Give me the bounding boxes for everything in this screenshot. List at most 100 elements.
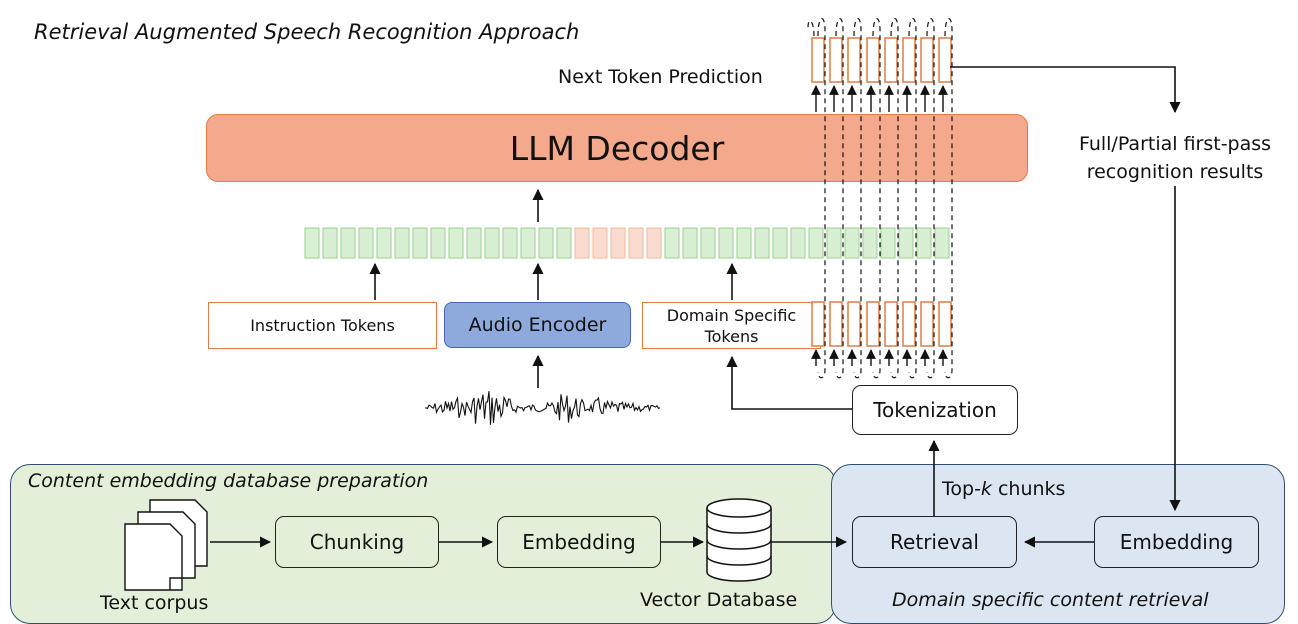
domain-token-box [902,301,916,347]
text-token-cell [394,227,410,259]
output-token-box [847,37,861,83]
audio-token-cell [592,227,608,259]
domain-tokens-line1: Domain Specific [666,305,797,325]
dashed-feedback-loop [944,18,953,379]
audio-encoder-label: Audio Encoder [468,314,607,336]
dashed-feedback-loop [926,18,935,379]
audio-token-cell [574,227,590,259]
text-token-cell [826,227,842,259]
text-token-cell [484,227,500,259]
diagram-title: Retrieval Augmented Speech Recognition A… [34,20,580,44]
dashed-feedback-loop [853,18,862,379]
audio-encoder-box: Audio Encoder [444,302,631,348]
instruction-tokens-box: Instruction Tokens [208,302,437,349]
topk-label: Top-k chunks [942,478,1065,500]
domain-token-box [884,301,898,347]
text-token-cell [736,227,752,259]
retrieval-box: Retrieval [852,516,1017,568]
output-token-box [902,37,916,83]
text-token-cell [430,227,446,259]
text-token-cell [466,227,482,259]
text-token-cell [844,227,860,259]
output-token-box [829,37,843,83]
arrow-tokenization-to-domain [726,355,852,410]
text-token-cell [772,227,788,259]
text-token-cell [718,227,734,259]
llm-decoder-block: LLM Decoder [206,114,1028,182]
audio-token-cell [628,227,644,259]
domain-tokens-line2: Tokens [704,326,759,346]
text-token-cell [664,227,680,259]
text-token-cell [358,227,374,259]
first-pass-line1: Full/Partial first-pass [1078,133,1272,155]
domain-token-box [811,301,825,347]
text-token-cell [376,227,392,259]
text-token-cell [340,227,356,259]
right-panel-title: Domain specific content retrieval [892,589,1209,611]
text-token-cell [520,227,536,259]
text-token-cell [322,227,338,259]
autoregressive-dashed-loops [807,18,953,379]
text-token-cell [934,227,950,259]
text-token-cell [700,227,716,259]
retrieval-label: Retrieval [890,530,979,554]
chunking-label: Chunking [309,530,405,554]
output-token-box [938,37,952,83]
audio-token-cell [646,227,662,259]
dashed-feedback-loop [835,18,844,379]
left-panel-title: Content embedding database preparation [28,470,429,492]
dashed-feedback-loop [908,18,917,379]
text-token-cell [880,227,896,259]
domain-token-box [829,301,843,347]
db-embedding-label: Embedding [522,530,636,554]
first-pass-label: Full/Partial first-pass recognition resu… [1050,130,1298,186]
vector-db-label: Vector Database [640,589,798,611]
text-token-cell [556,227,572,259]
tokenization-box: Tokenization [852,385,1018,435]
text-token-cell [898,227,914,259]
embedding-token-row [304,227,950,259]
output-token-box [884,37,898,83]
text-token-cell [808,227,824,259]
vector-database-icon [706,498,772,582]
text-token-cell [754,227,770,259]
output-token-box [866,37,880,83]
chunking-box: Chunking [275,516,439,568]
domain-token-box [847,301,861,347]
domain-token-box [866,301,880,347]
domain-token-box [938,301,952,347]
query-embedding-box: Embedding [1094,516,1259,568]
text-token-cell [538,227,554,259]
query-embedding-label: Embedding [1119,530,1234,554]
text-token-cell [862,227,878,259]
text-token-cell [448,227,464,259]
output-token-box [811,37,825,83]
topk-prefix: Top- [942,478,981,500]
text-corpus-label: Text corpus [100,592,209,614]
domain-tokens-box: Domain Specific Tokens [642,302,821,349]
dashed-feedback-loop [872,18,881,379]
dashed-feedback-loop [817,18,826,379]
speech-waveform-icon [424,391,661,425]
text-token-cell [502,227,518,259]
arrow-prediction-to-firstpass [950,66,1181,114]
tokenization-label: Tokenization [873,398,997,422]
audio-token-cell [610,227,626,259]
output-token-box [920,37,934,83]
domain-token-boxes [811,301,952,347]
text-token-cell [412,227,428,259]
output-token-boxes [811,37,952,83]
db-embedding-box: Embedding [497,516,661,568]
text-corpus-icon [124,499,208,591]
topk-k: k [980,478,992,500]
domain-token-box [920,301,934,347]
llm-decoder-label: LLM Decoder [509,128,725,168]
dashed-feedback-loop [807,20,815,37]
topk-suffix: chunks [991,478,1066,500]
text-token-cell [304,227,320,259]
first-pass-line2: recognition results [1086,161,1264,183]
dashed-feedback-loop [890,18,899,379]
instruction-tokens-label: Instruction Tokens [250,316,395,335]
text-token-cell [682,227,698,259]
